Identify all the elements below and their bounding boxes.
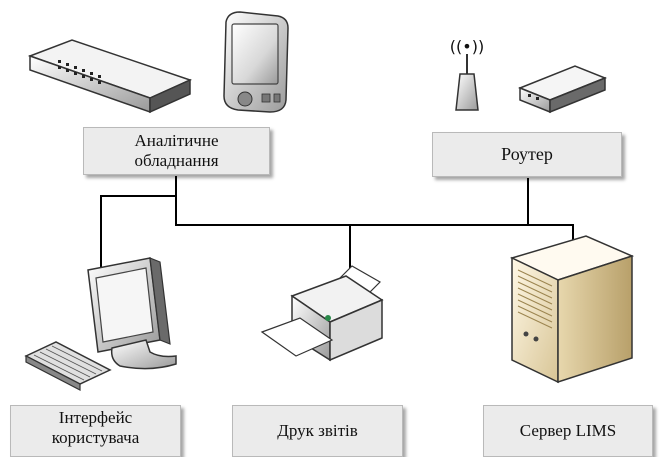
router-label-text: Роутер — [501, 144, 553, 165]
router-label: Роутер — [432, 132, 622, 177]
user-interface-label: Інтерфейс користувача — [10, 405, 181, 457]
lims-server-label: Сервер LIMS — [483, 405, 653, 457]
user-interface-line2: користувача — [51, 427, 140, 447]
pda-icon — [223, 11, 289, 113]
wifi-antenna-icon: ((•)) — [450, 37, 484, 111]
report-printing-label: Друк звітів — [232, 405, 403, 457]
monitor-icon — [87, 257, 177, 370]
analytic-equipment-line1: Аналітичне — [134, 131, 219, 151]
svg-text:((•)): ((•)) — [450, 37, 484, 56]
analytic-equipment-line2: обладнання — [134, 151, 219, 170]
printer-icon — [260, 265, 384, 362]
report-printing-text: Друк звітів — [277, 421, 358, 441]
server-tower-icon — [509, 235, 635, 384]
router-box-icon — [517, 65, 608, 114]
bus-line — [175, 176, 574, 243]
analytic-equipment-label: Аналітичне обладнання — [83, 127, 270, 175]
ui-link — [100, 195, 176, 268]
keyboard-icon — [24, 341, 112, 391]
network-switch-icon — [27, 39, 193, 114]
connection-lines — [100, 176, 574, 268]
user-interface-line1: Інтерфейс — [58, 408, 133, 427]
lims-server-text: Сервер LIMS — [519, 421, 617, 441]
